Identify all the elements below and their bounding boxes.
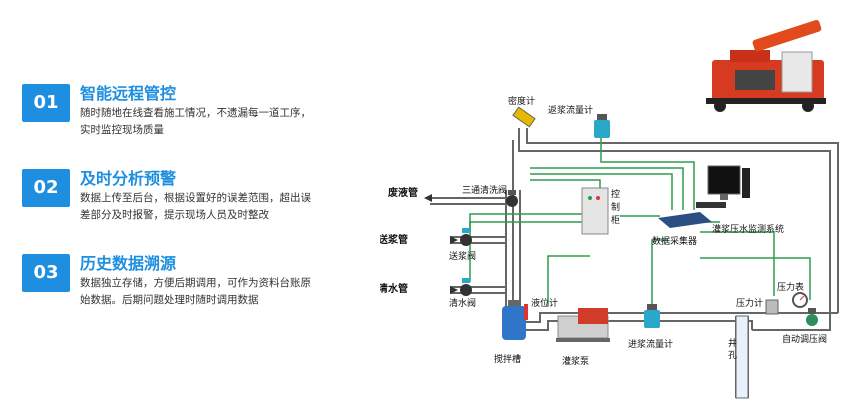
data-collector-label: 数据采集器 (652, 235, 697, 247)
grout-pump-label: 灌浆泵 (562, 355, 589, 367)
feature-item-history: 03 历史数据溯源 数据独立存储，方便后期调用，可作为资料台账原 始数据。后期问… (22, 248, 382, 328)
pressure-gauge-icon (792, 292, 808, 308)
feature-title: 历史数据溯源 (80, 254, 177, 273)
feature-title: 智能远程管控 (80, 84, 177, 103)
mixing-tank-icon (502, 300, 526, 340)
feature-description: 数据上传至后台，根据设置好的误差范围，超出误 差部分及时报警，提示现场人员及时整… (80, 190, 380, 224)
water-valve-icon (460, 278, 472, 296)
borehole-label-char: 孔 (728, 350, 737, 361)
control-cabinet-label-char: 制 (611, 201, 620, 213)
feature-description: 随时随地在线查看施工情况，不遗漏每一道工序， 实时监控现场质量 (80, 105, 380, 139)
feature-number-badge: 02 (22, 169, 70, 207)
feature-description-line: 始数据。后期问题处理时随时调用数据 (80, 294, 259, 306)
feature-description: 数据独立存储，方便后期调用，可作为资料台账原 始数据。后期问题处理时随时调用数据 (80, 275, 380, 309)
grout-pump-icon (556, 308, 610, 342)
control-cabinet-label: 控 制 柜 (611, 188, 623, 226)
feature-number-badge: 03 (22, 254, 70, 292)
monitor-system-label: 灌浆压水监测系统 (712, 223, 784, 235)
pressure-gauge-label: 压力表 (777, 281, 804, 293)
water-pipe-arrow-icon (450, 286, 458, 294)
return-flowmeter-label: 返浆流量计 (548, 104, 593, 116)
three-way-valve-icon (506, 190, 518, 207)
grouting-system-diagram: 密度计 返浆流量计 废液管 三通清洗阀 控 制 柜 数据采集器 灌浆压水监测系统… (380, 19, 839, 399)
slurry-valve-label: 送浆阀 (449, 250, 476, 262)
inlet-flowmeter-icon (644, 304, 660, 328)
auto-pressure-valve-label: 自动调压阀 (782, 333, 827, 345)
feature-list: 01 智能远程管控 随时随地在线查看施工情况，不遗漏每一道工序， 实时监控现场质… (0, 0, 380, 408)
water-pipe-label: 清水管 (380, 282, 408, 295)
feature-title: 及时分析预警 (80, 169, 177, 188)
slurry-valve-icon (460, 228, 472, 246)
waste-pipe-arrow-icon (424, 194, 432, 202)
feature-description-line: 随时随地在线查看施工情况，不遗漏每一道工序， (80, 107, 311, 119)
monitor-computer-icon (696, 165, 750, 208)
feature-description-line: 实时监控现场质量 (80, 124, 164, 136)
slurry-pipe-label: 送浆管 (380, 233, 408, 246)
pressure-meter-icon (765, 299, 779, 315)
data-collector-icon (658, 212, 712, 228)
return-pipe (518, 128, 839, 313)
water-valve-label: 清水阀 (449, 297, 476, 309)
auto-pressure-valve-icon (806, 308, 818, 326)
feature-item-warning: 02 及时分析预警 数据上传至后台，根据设置好的误差范围，超出误 差部分及时报警… (22, 163, 382, 243)
inlet-flowmeter-label: 进浆流量计 (628, 338, 673, 350)
borehole-label: 井 孔 (728, 337, 740, 361)
feature-description-line: 数据独立存储，方便后期调用，可作为资料台账原 (80, 277, 311, 289)
density-meter-label: 密度计 (508, 95, 535, 107)
supply-pipes (430, 140, 521, 310)
return-flowmeter-icon (594, 114, 610, 138)
feature-number-badge: 01 (22, 84, 70, 122)
feature-description-line: 数据上传至后台，根据设置好的误差范围，超出误 (80, 192, 311, 204)
feature-description-line: 差部分及时报警，提示现场人员及时整改 (80, 209, 269, 221)
pressure-meter-label: 压力计 (736, 297, 763, 309)
level-meter-label: 液位计 (531, 297, 558, 309)
control-cabinet-label-char: 柜 (611, 214, 620, 226)
control-cabinet-icon (581, 187, 609, 235)
density-meter-icon (512, 106, 536, 128)
level-meter-icon (524, 304, 528, 320)
mixing-tank-label: 搅拌槽 (494, 353, 521, 365)
signal-cables (469, 126, 811, 306)
waste-pipe-label: 废液管 (388, 186, 418, 199)
borehole-icon (735, 315, 749, 399)
slurry-pipe-arrow-icon (450, 236, 458, 244)
three-way-valve-label: 三通清洗阀 (462, 184, 507, 196)
control-cabinet-label-char: 控 (611, 188, 620, 200)
grouting-truck-image (706, 19, 826, 112)
feature-item-remote-control: 01 智能远程管控 随时随地在线查看施工情况，不遗漏每一道工序， 实时监控现场质… (22, 78, 382, 158)
borehole-label-char: 井 (728, 337, 737, 349)
